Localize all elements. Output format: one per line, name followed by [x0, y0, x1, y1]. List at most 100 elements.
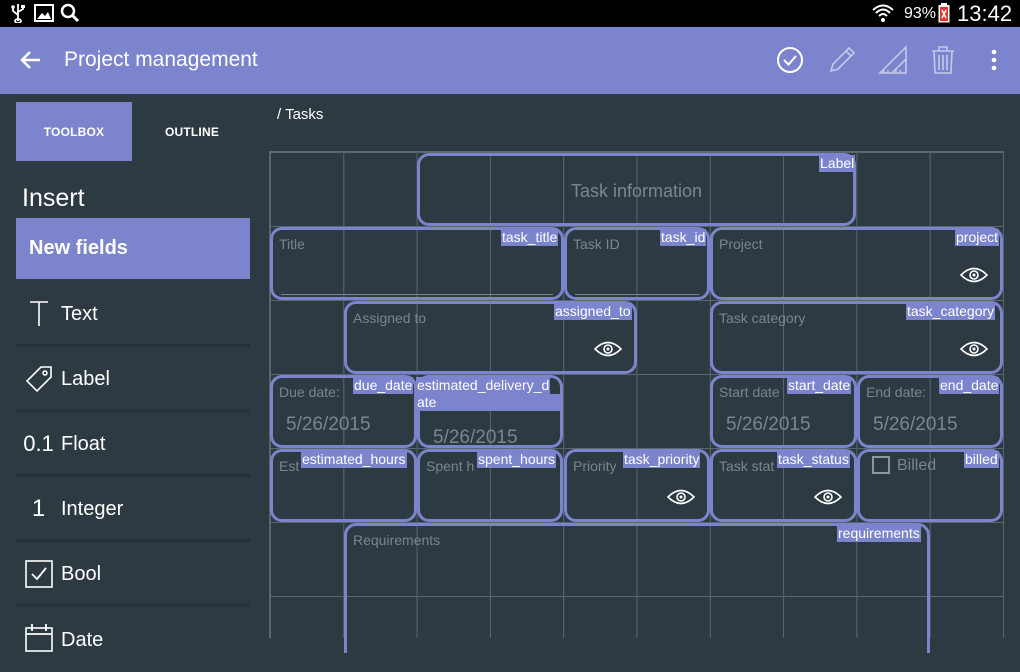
billed-checkbox[interactable]: [872, 456, 890, 474]
field-placeholder: Requirements: [353, 532, 441, 548]
eye-icon[interactable]: [959, 340, 989, 358]
field-placeholder: Due date:: [279, 384, 340, 400]
task-priority-field[interactable]: Priority: [564, 449, 710, 522]
field-placeholder: Priority: [573, 458, 617, 474]
start-date-field[interactable]: Start date 5/26/2015: [710, 375, 857, 448]
eye-icon[interactable]: [593, 340, 623, 358]
app-bar: Project management: [0, 27, 1020, 94]
field-tag: billed: [964, 451, 999, 468]
project-field[interactable]: Project: [710, 227, 1003, 300]
tab-outline[interactable]: OUTLINE: [164, 124, 220, 139]
tool-float[interactable]: 0.1 Float: [16, 414, 250, 477]
field-tag: project: [955, 229, 1000, 246]
field-placeholder: Billed: [897, 457, 937, 474]
field-tag: assigned_to: [554, 303, 632, 320]
tool-label-item[interactable]: Label: [16, 349, 250, 412]
billed-field[interactable]: Billed: [857, 449, 1003, 522]
field-tag: estimated_delivery_d: [416, 377, 551, 394]
date-value: 5/26/2015: [286, 414, 371, 435]
field-placeholder: Start date: [719, 384, 780, 400]
tool-integer[interactable]: 1 Integer: [16, 479, 250, 542]
search-icon: [60, 3, 80, 23]
field-tag: task_category: [906, 303, 996, 320]
battery-icon: [938, 3, 950, 23]
trash-icon[interactable]: [927, 44, 959, 76]
label-text: Task information: [570, 181, 703, 201]
sidebar: TOOLBOX OUTLINE Insert New fields Text L…: [0, 94, 258, 652]
back-arrow-icon[interactable]: [18, 47, 44, 73]
requirements-field[interactable]: Requirements: [344, 523, 930, 653]
field-placeholder: End date:: [866, 384, 926, 400]
label-field[interactable]: Task information: [417, 153, 856, 226]
image-icon: [34, 3, 54, 23]
tool-label: Integer: [61, 497, 124, 520]
tool-label: Date: [61, 629, 104, 651]
title-field[interactable]: Title: [270, 227, 564, 300]
tool-label: Text: [61, 302, 98, 325]
date-value: 5/26/2015: [726, 414, 811, 435]
new-fields-header[interactable]: New fields: [16, 218, 250, 279]
spent-hours-field[interactable]: Spent h: [417, 449, 563, 522]
status-bar: 93% 13:42: [0, 0, 1020, 27]
field-tag: task_title: [501, 229, 559, 246]
insert-heading: Insert: [22, 184, 85, 212]
field-placeholder: Project: [719, 236, 763, 252]
ruler-icon[interactable]: [877, 44, 909, 76]
field-tag: due_date: [353, 377, 414, 394]
field-placeholder: Est: [279, 458, 300, 474]
field-tag: task_priority: [623, 451, 701, 468]
field-tag: Label: [819, 155, 856, 172]
assigned-to-field[interactable]: Assigned to: [344, 301, 637, 374]
date-value: 5/26/2015: [873, 414, 958, 435]
field-underline: [575, 294, 699, 295]
task-status-field[interactable]: Task stat: [710, 449, 857, 522]
task-id-field[interactable]: Task ID: [564, 227, 710, 300]
form-canvas[interactable]: Task information Label Title task_title …: [269, 151, 1004, 653]
eye-icon[interactable]: [959, 266, 989, 284]
tab-toolbox[interactable]: TOOLBOX: [16, 102, 132, 161]
field-tag: estimated_hours: [301, 451, 407, 468]
calendar-icon: [16, 611, 61, 671]
float-icon: 0.1: [23, 431, 54, 456]
tool-label: Bool: [61, 562, 102, 585]
checkbox-icon: [16, 554, 61, 594]
field-placeholder: Task ID: [573, 236, 620, 252]
tool-text[interactable]: Text: [16, 284, 250, 347]
integer-icon: 1: [31, 495, 46, 522]
field-tag: spent_hours: [477, 451, 557, 468]
date-value: 5/26/2015: [433, 427, 518, 448]
task-category-field[interactable]: Task category: [710, 301, 1003, 374]
field-tag: task_status: [777, 451, 850, 468]
eye-icon[interactable]: [666, 488, 696, 506]
field-placeholder: Spent h: [426, 458, 475, 474]
tool-bool[interactable]: Bool: [16, 544, 250, 607]
check-icon[interactable]: [774, 44, 806, 76]
due-date-field[interactable]: Due date: 5/26/2015: [270, 375, 417, 448]
text-icon: [16, 294, 61, 334]
estimated-delivery-field[interactable]: 5/26/2015: [417, 375, 563, 448]
clock: 13:42: [957, 1, 1013, 26]
field-placeholder: Task category: [719, 310, 806, 326]
tag-icon: [16, 359, 61, 399]
field-placeholder: Title: [279, 236, 305, 252]
field-tag: ate: [416, 394, 561, 411]
field-underline: [281, 294, 553, 295]
field-tag: requirements: [837, 525, 921, 542]
estimated-hours-field[interactable]: Est: [270, 449, 417, 522]
wifi-icon: [872, 3, 894, 23]
field-tag: start_date: [787, 377, 852, 394]
pencil-icon[interactable]: [826, 44, 858, 76]
field-placeholder: Task stat: [719, 458, 775, 474]
eye-icon[interactable]: [813, 488, 843, 506]
tool-label: Float: [61, 432, 106, 455]
more-vert-icon[interactable]: [978, 44, 1010, 76]
field-placeholder: Assigned to: [353, 310, 427, 326]
end-date-field[interactable]: End date: 5/26/2015: [857, 375, 1003, 448]
field-tag: task_id: [660, 229, 707, 246]
tool-date[interactable]: Date: [16, 609, 250, 672]
field-tag: end_date: [939, 377, 1000, 394]
usb-icon: [10, 3, 26, 23]
breadcrumb[interactable]: / Tasks: [277, 106, 324, 123]
battery-percent: 93%: [904, 5, 937, 22]
tool-label: Label: [61, 367, 110, 390]
